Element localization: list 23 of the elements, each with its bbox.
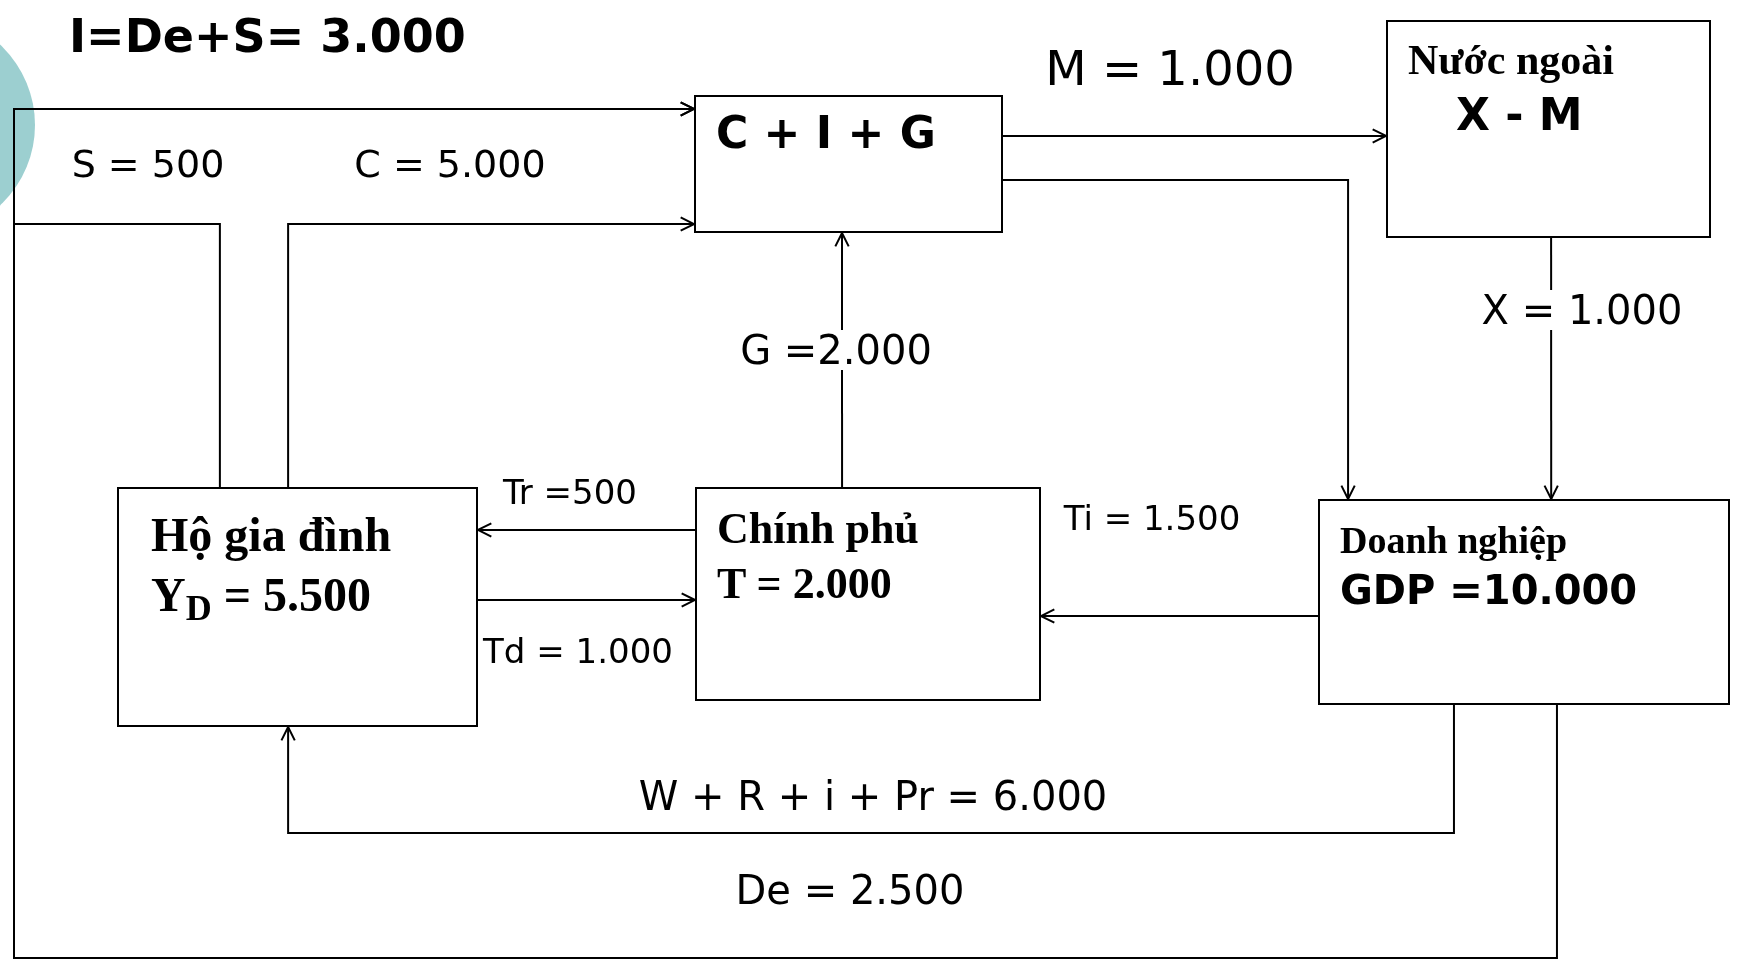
- box-title: C + I + G: [716, 106, 936, 160]
- box-formula: T = 2.000: [717, 558, 892, 610]
- box-title: Chính phủ: [717, 503, 919, 555]
- arrow: [1040, 608, 1319, 624]
- box-formula: Y$_{D}$ = 5.500: [151, 567, 372, 625]
- arrow: [287, 216, 695, 488]
- box-title: Hộ gia đình: [151, 507, 392, 563]
- process-box: [117, 487, 478, 727]
- box-formula: GDP =10.000: [1340, 565, 1638, 615]
- arrow: [477, 522, 696, 538]
- title: I=De+S= 3.000: [69, 8, 466, 65]
- process-box: [1318, 499, 1730, 705]
- arrow: [1002, 179, 1356, 500]
- arrow: [280, 704, 1455, 834]
- box-title: Doanh nghiệp: [1340, 518, 1568, 563]
- process-box: [695, 487, 1041, 701]
- arrow: [477, 592, 696, 608]
- arrow: [13, 101, 1558, 959]
- box-title: Nước ngoài: [1408, 36, 1614, 85]
- process-box: [694, 95, 1003, 233]
- box-formula: X - M: [1455, 87, 1583, 142]
- arrow: [1002, 128, 1387, 144]
- process-box: [1386, 20, 1711, 238]
